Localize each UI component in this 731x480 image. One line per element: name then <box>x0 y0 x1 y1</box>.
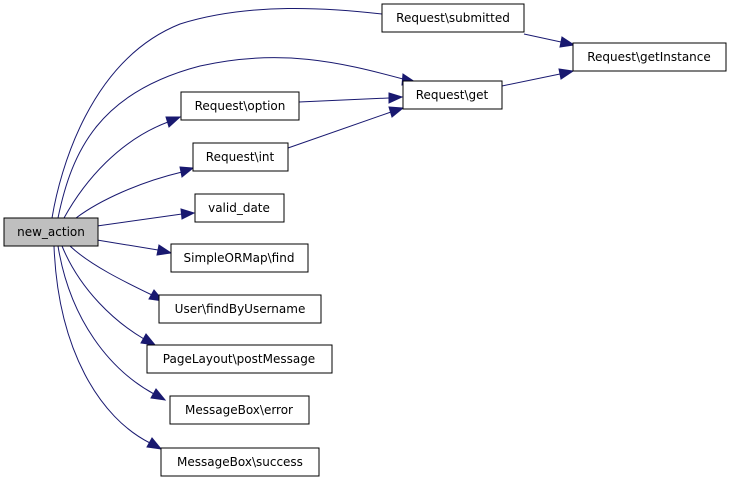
node-request-get-label: Request\get <box>416 88 489 102</box>
edge-new-action-to-find <box>96 239 173 256</box>
edge-new-action-to-findbyusername <box>69 245 165 302</box>
node-new-action-label: new_action <box>17 225 85 239</box>
node-messagebox-success-label: MessageBox\success <box>177 455 303 469</box>
edge-new-action-to-valid-date <box>96 208 196 227</box>
edge-option-to-get <box>298 92 404 104</box>
edge-new-action-to-error <box>57 245 167 401</box>
edge-new-action-to-success <box>53 245 163 450</box>
node-request-int[interactable]: Request\int <box>192 142 289 172</box>
edge-new-action-to-postmessage <box>61 245 157 346</box>
edge-new-action-to-int <box>75 166 195 219</box>
node-messagebox-error[interactable]: MessageBox\error <box>169 395 310 425</box>
edge-int-to-get <box>287 106 405 149</box>
node-request-submitted-label: Request\submitted <box>396 11 510 25</box>
node-simpleormap-find[interactable]: SimpleORMap\find <box>170 243 309 273</box>
edge-submitted-to-getinstance <box>523 33 576 48</box>
node-request-int-label: Request\int <box>206 150 275 164</box>
node-messagebox-success[interactable]: MessageBox\success <box>160 447 320 477</box>
node-messagebox-error-label: MessageBox\error <box>185 403 293 417</box>
node-pagelayout-postmessage-label: PageLayout\postMessage <box>163 352 315 366</box>
node-request-option-label: Request\option <box>195 99 286 113</box>
node-request-submitted[interactable]: Request\submitted <box>381 3 525 33</box>
node-request-getinstance-label: Request\getInstance <box>587 50 711 64</box>
node-valid-date[interactable]: valid_date <box>194 193 285 223</box>
node-valid-date-label: valid_date <box>208 201 270 215</box>
node-pagelayout-postmessage[interactable]: PageLayout\postMessage <box>146 344 333 374</box>
node-request-get[interactable]: Request\get <box>402 80 503 110</box>
node-user-findbyusername[interactable]: User\findByUsername <box>158 294 322 324</box>
node-user-findbyusername-label: User\findByUsername <box>175 302 306 316</box>
node-new-action[interactable]: new_action <box>3 217 99 247</box>
node-request-option[interactable]: Request\option <box>180 91 300 121</box>
node-request-getinstance[interactable]: Request\getInstance <box>572 42 727 72</box>
edge-get-to-getinstance <box>501 68 575 87</box>
edge-new-action-to-option <box>63 116 182 219</box>
node-simpleormap-find-label: SimpleORMap\find <box>184 251 295 265</box>
